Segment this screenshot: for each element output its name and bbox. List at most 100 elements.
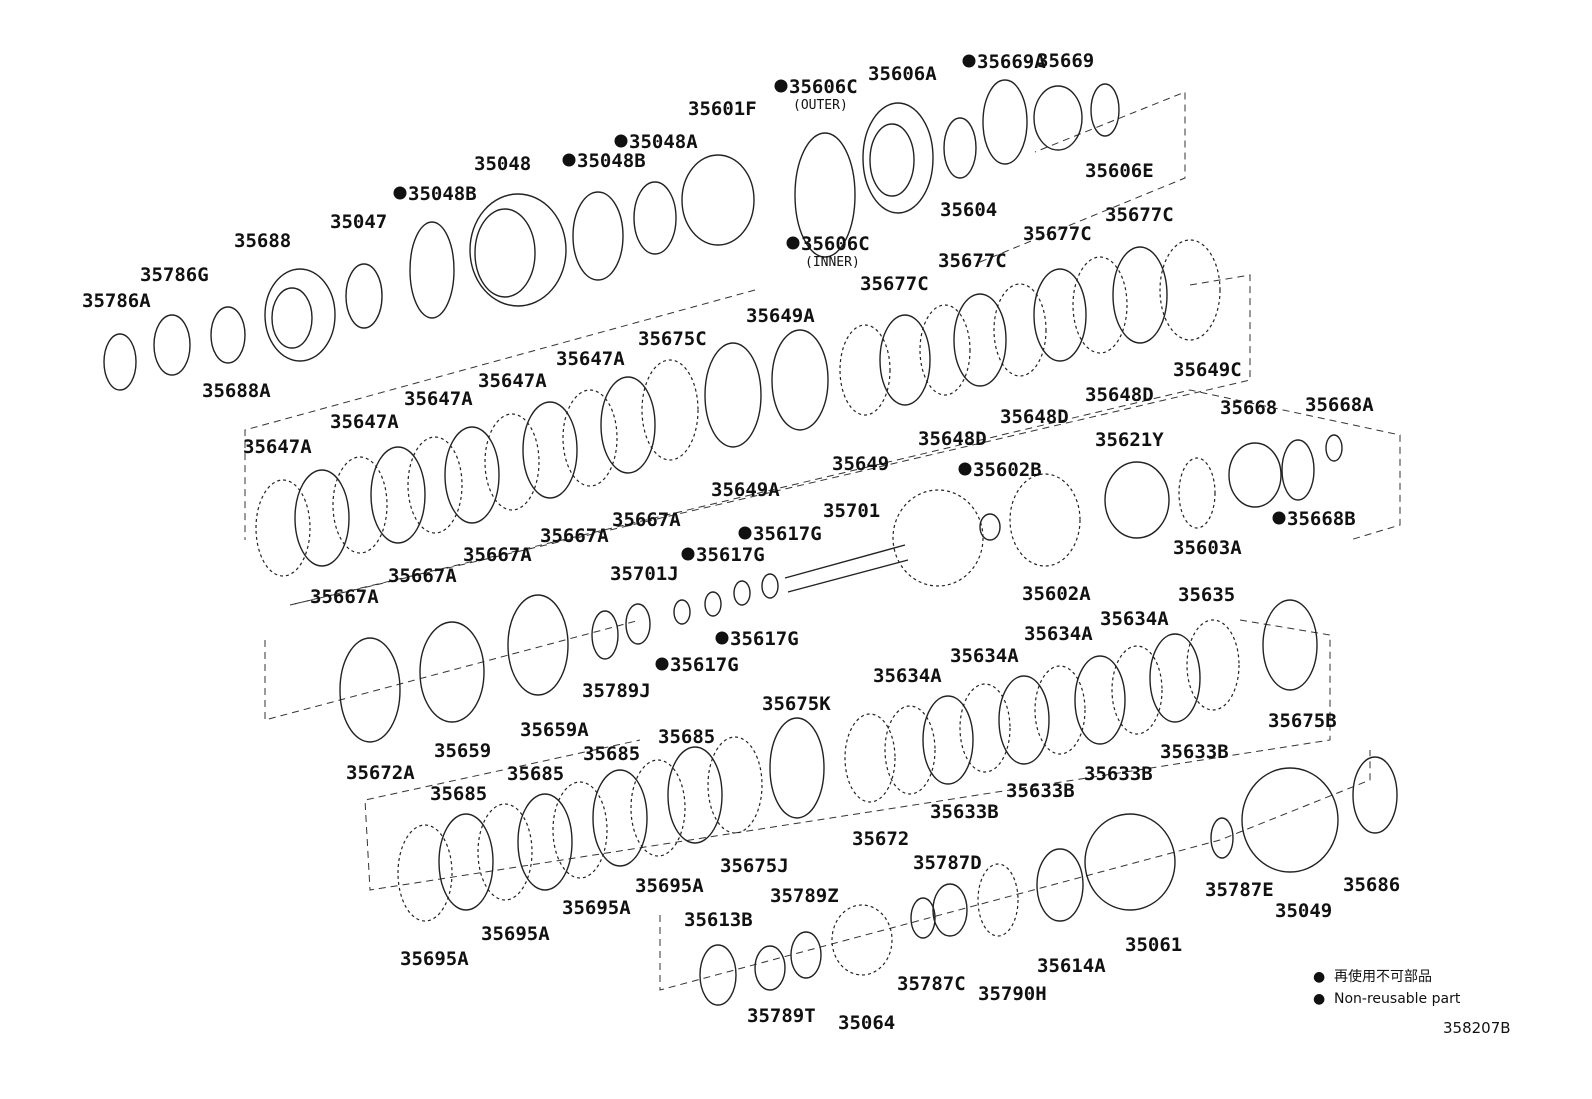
part-label: 35685 [507, 763, 564, 785]
part-number: 35621Y [1095, 429, 1164, 451]
part-label: 35647A [243, 436, 312, 458]
part-number: 35635 [1178, 584, 1235, 606]
part-number: 35667A [612, 509, 681, 531]
part-number: 35672A [346, 762, 415, 784]
clutch-plate-shape [993, 283, 1047, 377]
part-number: 35064 [838, 1012, 895, 1034]
part-number: 35633B [1160, 741, 1229, 763]
snap-ring-shape [699, 944, 737, 1006]
bushing-shape [790, 931, 822, 979]
part-label: 35635 [1178, 584, 1235, 606]
part-label: 35790H [978, 983, 1047, 1005]
o-ring-shape [979, 513, 1001, 541]
part-number: 35649A [746, 305, 815, 327]
part-number: 35647A [243, 436, 312, 458]
drum-shape [419, 621, 485, 723]
washer-shape [1210, 817, 1234, 859]
part-label: 35789Z [770, 885, 839, 907]
clutch-disc-shape [1149, 633, 1201, 723]
piston-shape [681, 154, 755, 246]
part-number: 35602A [1022, 583, 1091, 605]
part-label: 35647A [478, 370, 547, 392]
part-number: 35786G [140, 264, 209, 286]
part-label: 35695A [635, 875, 704, 897]
part-number: 35677C [938, 250, 1007, 272]
gear-shape [977, 863, 1019, 937]
part-number: 35789Z [770, 885, 839, 907]
clutch-disc-shape [1033, 268, 1087, 362]
part-number: 35668A [1305, 394, 1374, 416]
part-label: 35695A [481, 923, 550, 945]
non-reusable-dot-icon [1272, 511, 1286, 525]
part-label: 35602A [1022, 583, 1091, 605]
clutch-plate-shape [407, 436, 463, 534]
part-number: 35787E [1205, 879, 1274, 901]
part-number: 35675C [638, 328, 707, 350]
part-number: 35669 [1037, 50, 1094, 72]
part-label: 35047 [330, 211, 387, 233]
part-label: 35675C [638, 328, 707, 350]
part-number: 35686 [1343, 874, 1400, 896]
clutch-plate-shape [397, 824, 453, 922]
retainer-shape [862, 102, 934, 214]
part-label: 35606C(INNER) [786, 233, 870, 270]
part-label: 35677C [938, 250, 1007, 272]
part-label: 35048B [562, 150, 646, 172]
non-reusable-dot-icon [774, 79, 788, 93]
one-way-clutch-shape [1178, 457, 1216, 529]
part-note: (INNER) [805, 255, 860, 270]
clutch-plate-shape [959, 683, 1011, 773]
clutch-plate-shape [1159, 239, 1221, 341]
part-label: 35701J [610, 563, 679, 585]
non-reusable-dot-icon [562, 153, 576, 167]
clutch-plate-shape [884, 705, 936, 795]
clutch-disc-shape [922, 695, 974, 785]
part-label: 35649 [832, 453, 889, 475]
part-number: 35701 [823, 500, 880, 522]
o-ring-shape [572, 191, 624, 281]
part-number: 35648D [1085, 384, 1154, 406]
non-reusable-dot-icon [681, 547, 695, 561]
group-box-planetary [264, 619, 641, 721]
group-boxes [244, 91, 1401, 991]
part-label: 35786G [140, 264, 209, 286]
clutch-drum-inner-shape [474, 208, 536, 298]
part-number: 35606A [868, 63, 937, 85]
bearing-shape [932, 883, 968, 937]
part-number: 35633B [930, 801, 999, 823]
part-label: 35685 [658, 726, 715, 748]
part-label: 35675B [1268, 710, 1337, 732]
ring-gear-shape [1084, 813, 1176, 911]
part-number: 35701J [610, 563, 679, 585]
part-label: 35701 [823, 500, 880, 522]
non-reusable-dot-icon [715, 631, 729, 645]
part-number: 35634A [950, 645, 1019, 667]
part-number: 35613B [684, 909, 753, 931]
non-reusable-dot-icon [962, 54, 976, 68]
spring-shape [943, 117, 977, 179]
part-label: 35695A [562, 897, 631, 919]
part-label: 35787D [913, 852, 982, 874]
part-number: 35685 [658, 726, 715, 748]
snap-ring-shape [1090, 83, 1120, 137]
part-number: 35688A [202, 380, 271, 402]
group-box-upper [979, 91, 1186, 263]
legend-bullet: ● [1313, 991, 1325, 1007]
part-number: 35606C [801, 233, 870, 255]
part-label: 35789J [582, 680, 651, 702]
part-number: 35659A [520, 719, 589, 741]
part-number: 35048B [408, 183, 477, 205]
part-label: 35667A [463, 544, 532, 566]
part-number: 35634A [1024, 623, 1093, 645]
part-number: 35617G [670, 654, 739, 676]
non-reusable-dot-icon [393, 186, 407, 200]
clutch-disc-shape [370, 446, 426, 544]
seal-ring-shape [733, 580, 751, 606]
clutch-disc-shape [522, 401, 578, 499]
clutch-disc-shape [592, 769, 648, 867]
part-number: 35617G [696, 544, 765, 566]
part-label: 35667A [612, 509, 681, 531]
part-number: 35677C [1023, 223, 1092, 245]
part-label: 35634A [873, 665, 942, 687]
